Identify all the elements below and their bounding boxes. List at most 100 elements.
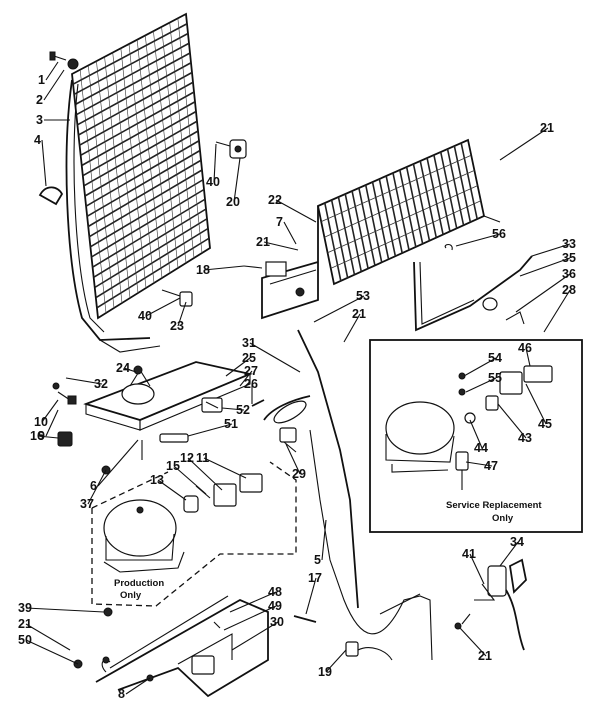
condenser-wire — [153, 31, 179, 269]
callout-c29: 29 — [292, 467, 306, 481]
callout-c55: 55 — [488, 371, 502, 385]
leader-c56 — [455, 233, 501, 247]
condenser-wire — [112, 52, 139, 294]
leader-c12 — [187, 457, 223, 491]
callout-c11: 11 — [196, 451, 209, 465]
callout-c47: 47 — [484, 459, 498, 473]
leader-c30 — [231, 621, 279, 651]
callout-c21c: 21 — [352, 307, 366, 321]
condenser-wire — [161, 26, 187, 264]
condenser-wire — [169, 22, 195, 259]
leader-c55 — [465, 377, 497, 393]
evaporator-tube — [330, 200, 481, 269]
leader-c46 — [525, 347, 531, 367]
service-note-line1: Service Replacement — [446, 500, 542, 511]
callout-c13: 13 — [150, 473, 164, 487]
callout-c56: 56 — [492, 227, 506, 241]
evaporator-fin — [385, 175, 403, 254]
condenser-wire — [136, 39, 163, 279]
leader-c54 — [463, 357, 497, 377]
condenser-wire — [144, 35, 171, 274]
evaporator-fin — [364, 184, 383, 263]
leader-c13 — [157, 479, 187, 501]
condenser-wire — [104, 56, 131, 299]
leader-c40b — [145, 297, 181, 317]
callout-c5: 5 — [314, 553, 321, 567]
evaporator-fin — [412, 163, 431, 241]
callout-c40b: 40 — [138, 309, 152, 323]
leader-c6 — [97, 439, 139, 487]
callout-c7: 7 — [276, 215, 283, 229]
leader-c33 — [531, 243, 571, 257]
leader-c17 — [305, 577, 317, 615]
evaporator-tube — [324, 170, 475, 238]
leader-c45 — [525, 383, 547, 425]
callout-c34: 34 — [510, 535, 524, 549]
callout-c43: 43 — [518, 431, 532, 445]
leader-c21d — [25, 623, 71, 651]
leader-c8 — [125, 677, 151, 695]
evaporator-fin — [439, 151, 458, 229]
evaporator-fin — [426, 157, 444, 235]
leader-c23 — [177, 301, 187, 327]
callout-c25: 25 — [242, 351, 256, 365]
callout-c18: 18 — [196, 263, 210, 277]
condenser-wire — [128, 43, 155, 284]
callout-c10: 10 — [34, 415, 48, 429]
evaporator-fin — [344, 193, 363, 272]
production-note-line2: Only — [120, 590, 142, 601]
callout-c53: 53 — [356, 289, 370, 303]
leader-c21c — [343, 313, 361, 343]
callout-c27: 27 — [244, 364, 258, 378]
leader-c21e — [459, 627, 487, 657]
leader-c53 — [313, 295, 365, 323]
leader-c25 — [225, 357, 251, 377]
leader-c28 — [543, 289, 571, 333]
leader-c29 — [285, 443, 301, 475]
condenser-wire — [87, 65, 115, 309]
callout-c41: 41 — [462, 547, 476, 561]
callout-c16: 16 — [30, 429, 44, 443]
callout-c32: 32 — [94, 377, 108, 391]
callout-c48: 48 — [268, 585, 282, 599]
condenser-wire — [79, 69, 107, 314]
callout-labels: 1234567891011121315161718192021212121212… — [18, 73, 576, 701]
service-replacement-box — [369, 339, 583, 533]
callout-c31: 31 — [242, 336, 256, 350]
small-parts-middle — [52, 382, 311, 475]
callout-c52: 52 — [236, 403, 250, 417]
callout-c22: 22 — [268, 193, 282, 207]
production-compressor-group — [91, 461, 297, 607]
evaporator-fin — [324, 202, 342, 282]
evaporator-fin — [337, 196, 356, 275]
leader-c48 — [229, 591, 277, 613]
leader-c49 — [223, 605, 277, 631]
leader-c2 — [43, 69, 65, 101]
accumulator-tubing — [413, 243, 533, 332]
leader-c47 — [465, 461, 493, 467]
callout-c49: 49 — [268, 599, 282, 613]
leader-c7 — [283, 221, 297, 245]
callout-c20: 20 — [226, 195, 240, 209]
leader-c15 — [173, 465, 207, 495]
callout-c40a: 40 — [206, 175, 220, 189]
evaporator-fin — [351, 190, 369, 269]
callout-c9: 9 — [38, 429, 45, 443]
callout-c46: 46 — [518, 341, 532, 355]
callout-c21b: 21 — [256, 235, 270, 249]
callout-c3: 3 — [36, 113, 43, 127]
callout-c6: 6 — [90, 479, 97, 493]
leader-c4 — [41, 139, 47, 187]
callout-c50: 50 — [18, 633, 32, 647]
leader-c22 — [275, 199, 317, 223]
callout-c23: 23 — [170, 319, 184, 333]
leader-c18 — [203, 265, 245, 271]
leader-c51 — [187, 423, 233, 437]
callout-c21e: 21 — [478, 649, 492, 663]
callout-c54: 54 — [488, 351, 502, 365]
callout-c17: 17 — [308, 571, 322, 585]
leader-c43 — [497, 403, 527, 439]
evaporator-tube — [327, 185, 478, 254]
service-note-line2: Only — [492, 513, 514, 524]
